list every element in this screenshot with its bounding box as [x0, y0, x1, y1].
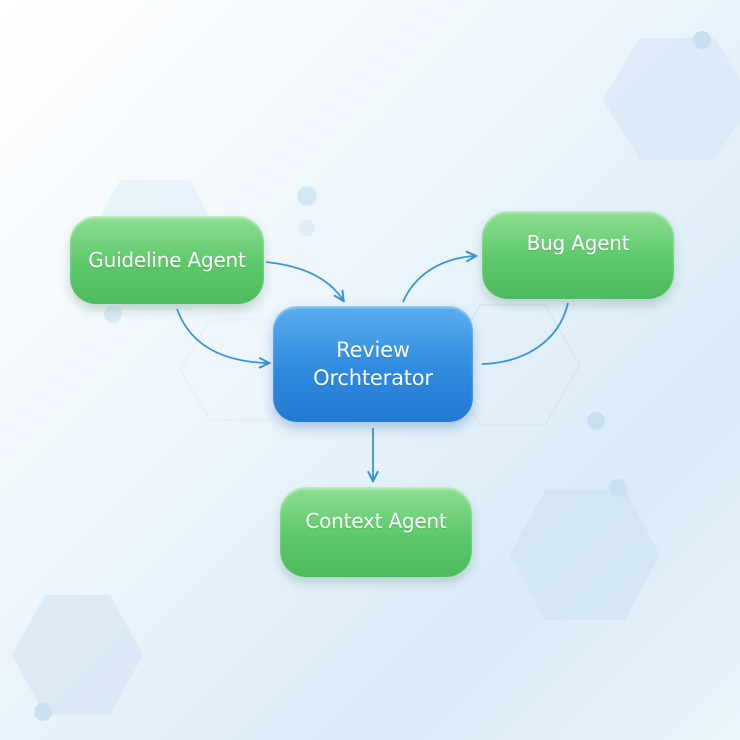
bug-agent-label: Bug Agent	[526, 231, 630, 255]
dot-decoration	[297, 186, 317, 206]
context-agent-node[interactable]: Context Agent	[280, 487, 472, 577]
dot-decoration	[104, 305, 122, 323]
arrow-orchestrator-to-bug	[402, 256, 475, 303]
arrow-guideline-to-orchestrator-lower	[176, 308, 268, 363]
review-orchestrator-node[interactable]: Review Orchterator	[273, 306, 473, 422]
guideline-agent-node[interactable]: Guideline Agent	[70, 216, 264, 304]
dot-decoration	[609, 479, 627, 497]
review-orchestrator-label: Review Orchterator	[313, 338, 433, 390]
hexagon-decoration	[179, 319, 301, 421]
hexagon-decoration	[603, 38, 740, 160]
hexagon-decoration	[510, 490, 660, 620]
bug-agent-node[interactable]: Bug Agent	[482, 211, 674, 299]
line-bug-to-orchestrator	[481, 302, 569, 365]
context-agent-label: Context Agent	[305, 509, 447, 533]
guideline-agent-label: Guideline Agent	[88, 248, 246, 272]
hexagon-decoration	[12, 595, 143, 715]
arrow-guideline-to-orchestrator	[265, 261, 343, 300]
dot-decoration	[299, 220, 315, 236]
dot-decoration	[587, 412, 605, 430]
dot-decoration	[34, 703, 52, 721]
dot-decoration	[693, 31, 711, 49]
